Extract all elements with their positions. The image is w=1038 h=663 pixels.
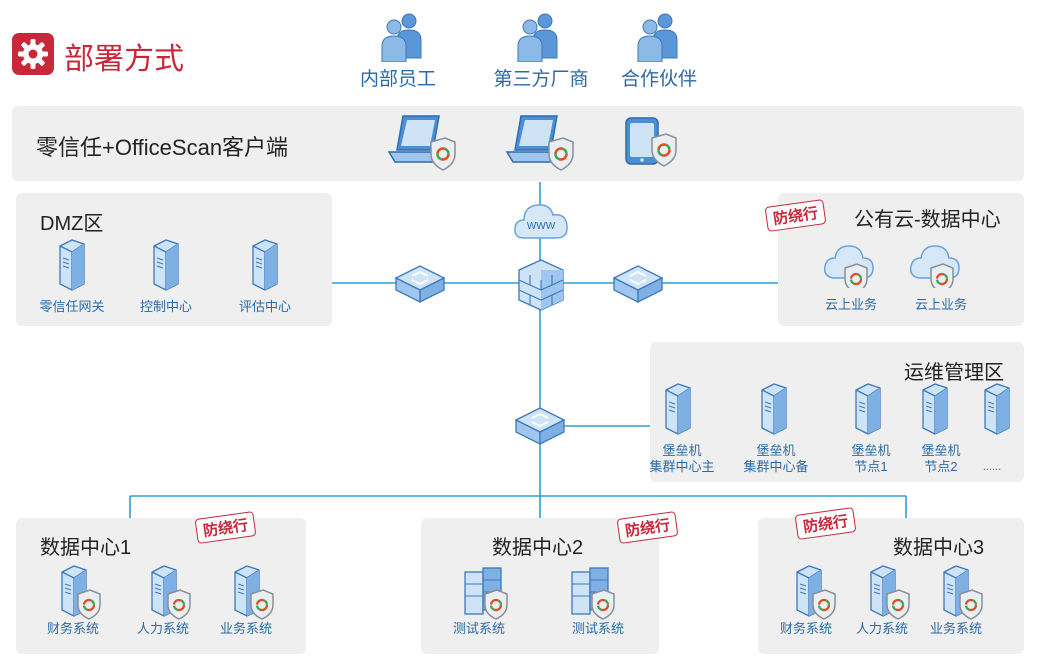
system-label: 财务系统 xyxy=(46,621,100,636)
dmz-server-label: 控制中心 xyxy=(139,299,193,314)
firewall-icon xyxy=(513,256,569,319)
server-icon xyxy=(54,238,92,299)
ops-server-label-line2: 节点1 xyxy=(854,459,888,474)
ops-server-label: 堡垒机节点1 xyxy=(851,443,890,475)
server-icon xyxy=(938,564,988,627)
server-icon xyxy=(791,564,841,627)
ops-server-label-line1: 堡垒机 xyxy=(756,443,796,458)
server-icon xyxy=(979,382,1017,443)
ops-server-label-line1: 堡垒机 xyxy=(921,443,961,458)
laptop-icon xyxy=(503,112,575,177)
dmz-server-label: 零信任网关 xyxy=(39,299,105,314)
user-label: 第三方厂商 xyxy=(493,69,589,90)
ops-server-label-line1: 堡垒机 xyxy=(851,443,891,458)
server-icon xyxy=(850,382,888,443)
server-icon xyxy=(756,382,794,443)
server-icon xyxy=(247,238,285,299)
switch-icon xyxy=(512,402,568,453)
cloud-service-icon xyxy=(823,238,879,294)
people-icon xyxy=(632,10,684,67)
dmz-title: DMZ区 xyxy=(40,213,104,235)
server-icon xyxy=(660,382,698,443)
ops-server-label-line2: 集群中心备 xyxy=(743,459,809,474)
system-label: 业务系统 xyxy=(929,621,983,636)
page-title: 部署方式 xyxy=(64,43,184,76)
ops-more-label: ...... xyxy=(982,461,1002,473)
system-label: 测试系统 xyxy=(452,621,506,636)
ops-title: 运维管理区 xyxy=(904,362,1004,384)
people-icon xyxy=(376,10,428,67)
ops-server-label-line1: 堡垒机 xyxy=(662,443,702,458)
server-icon xyxy=(917,382,955,443)
datacenter-title: 数据中心2 xyxy=(492,537,584,559)
user-label: 内部员工 xyxy=(359,69,437,90)
server-rack-icon xyxy=(463,564,521,627)
system-label: 人力系统 xyxy=(136,621,190,636)
client-band-title: 零信任+OfficeScan客户端 xyxy=(36,135,289,160)
ops-zone xyxy=(650,342,1024,482)
ops-server-label: 堡垒机集群中心主 xyxy=(649,443,714,475)
ops-server-label-line2: 节点2 xyxy=(924,459,958,474)
ops-server-label: 堡垒机集群中心备 xyxy=(743,443,808,475)
ops-server-label: 堡垒机节点2 xyxy=(921,443,960,475)
switch-icon xyxy=(392,260,448,311)
cloud-service-label: 云上业务 xyxy=(824,297,878,312)
system-label: 测试系统 xyxy=(571,621,625,636)
server-icon xyxy=(229,564,279,627)
server-rack-icon xyxy=(570,564,628,627)
system-label: 业务系统 xyxy=(219,621,273,636)
server-icon xyxy=(865,564,915,627)
system-label: 财务系统 xyxy=(779,621,833,636)
server-icon xyxy=(148,238,186,299)
server-icon xyxy=(146,564,196,627)
dmz-server-label: 评估中心 xyxy=(238,299,292,314)
datacenter-title: 数据中心3 xyxy=(893,537,985,559)
cloud-service-label: 云上业务 xyxy=(914,297,968,312)
datacenter-title: 数据中心1 xyxy=(40,537,132,559)
internet-label: WWW xyxy=(526,221,556,232)
laptop-icon xyxy=(385,112,457,177)
switch-icon xyxy=(610,260,666,311)
server-icon xyxy=(56,564,106,627)
public-cloud-title: 公有云-数据中心 xyxy=(854,209,1001,231)
user-label: 合作伙伴 xyxy=(620,69,698,90)
tablet-icon xyxy=(622,114,678,175)
system-label: 人力系统 xyxy=(855,621,909,636)
people-icon xyxy=(512,10,564,67)
ops-server-label-line2: 集群中心主 xyxy=(649,459,715,474)
gear-icon xyxy=(12,33,54,75)
internet-cloud-icon xyxy=(512,198,570,247)
cloud-service-icon xyxy=(909,238,965,294)
